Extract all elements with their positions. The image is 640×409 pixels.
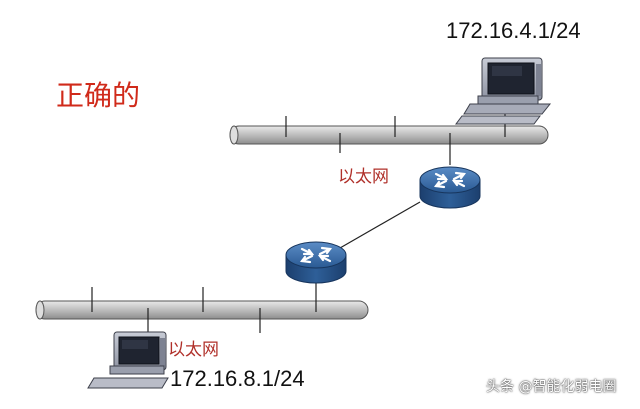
top-host-ip: 172.16.4.1/24: [446, 18, 581, 43]
watermark: 头条 @智能化弱电圈: [486, 379, 617, 395]
router-link: [339, 201, 421, 249]
top-ethernet-bus: [229, 110, 549, 165]
computer-icon: [455, 57, 552, 125]
bottom-segment-label: 以太网: [168, 340, 219, 360]
router-icon: [419, 166, 481, 209]
bottom-ethernet-bus: [35, 283, 369, 335]
router-icon: [285, 241, 347, 284]
bottom-host-ip: 172.16.8.1/24: [170, 366, 305, 391]
top-segment-label: 以太网: [338, 167, 389, 187]
diagram-title: 正确的: [56, 79, 141, 112]
computer-icon: [87, 331, 169, 389]
